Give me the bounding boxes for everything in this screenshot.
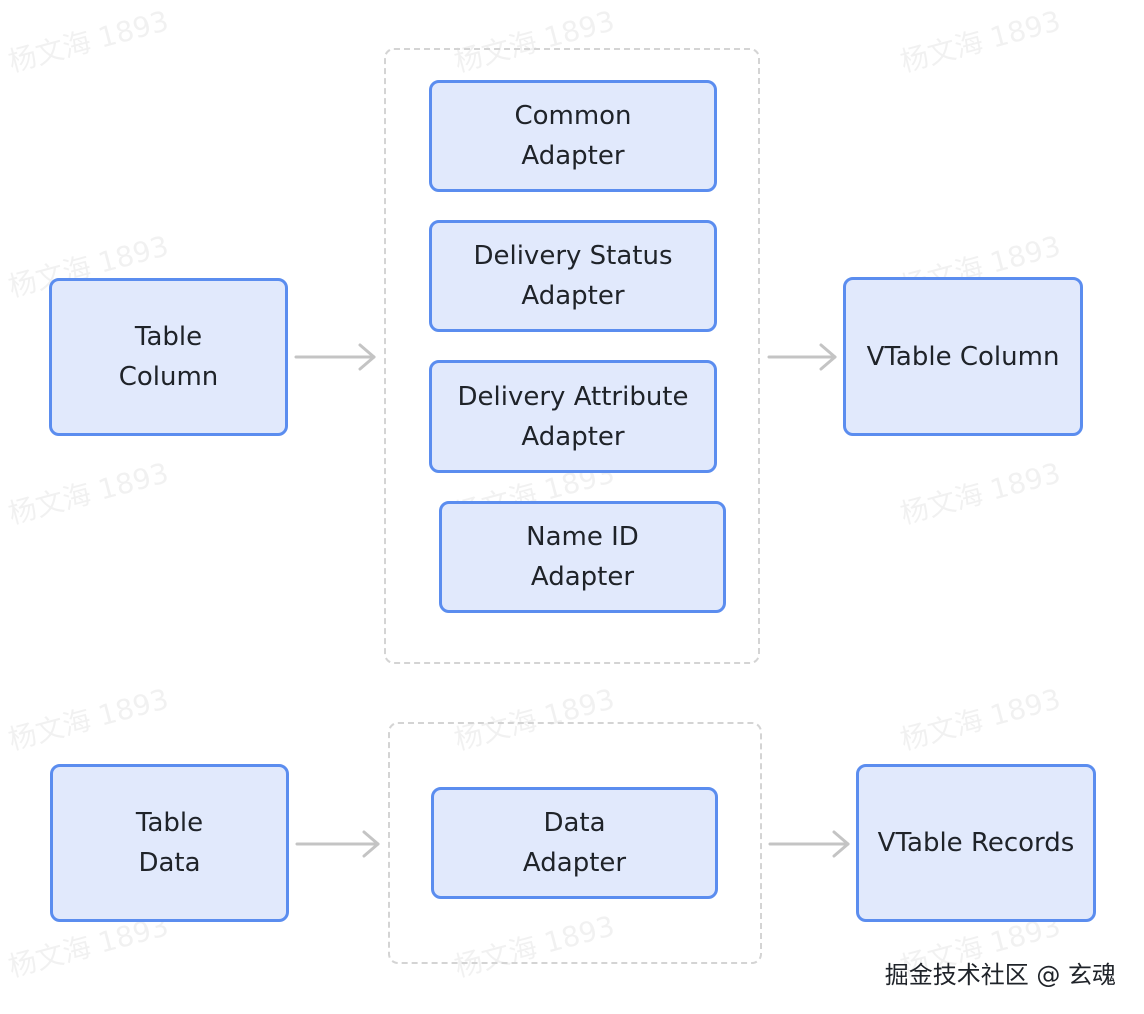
common-adapter-node: Common Adapter: [429, 80, 717, 192]
source-credit: 掘金技术社区 @ 玄魂: [884, 961, 1116, 989]
data-adapter-node: Data Adapter: [431, 787, 718, 899]
table-column-node: Table Column: [49, 278, 288, 436]
delivery-attribute-adapter-node: Delivery Attribute Adapter: [429, 360, 717, 473]
arrow-adapter-to-vtable-records: [768, 830, 850, 858]
arrow-adapters-to-vtable-column: [767, 343, 837, 371]
name-id-adapter-node: Name ID Adapter: [439, 501, 726, 613]
table-data-node: Table Data: [50, 764, 289, 922]
vtable-records-node: VTable Records: [856, 764, 1096, 922]
arrow-table-data-to-adapter: [295, 830, 380, 858]
data-adapters-group: [388, 722, 762, 964]
vtable-column-node: VTable Column: [843, 277, 1083, 436]
arrow-table-column-to-adapters: [294, 343, 376, 371]
delivery-status-adapter-node: Delivery Status Adapter: [429, 220, 717, 332]
column-adapters-group: [384, 48, 760, 664]
